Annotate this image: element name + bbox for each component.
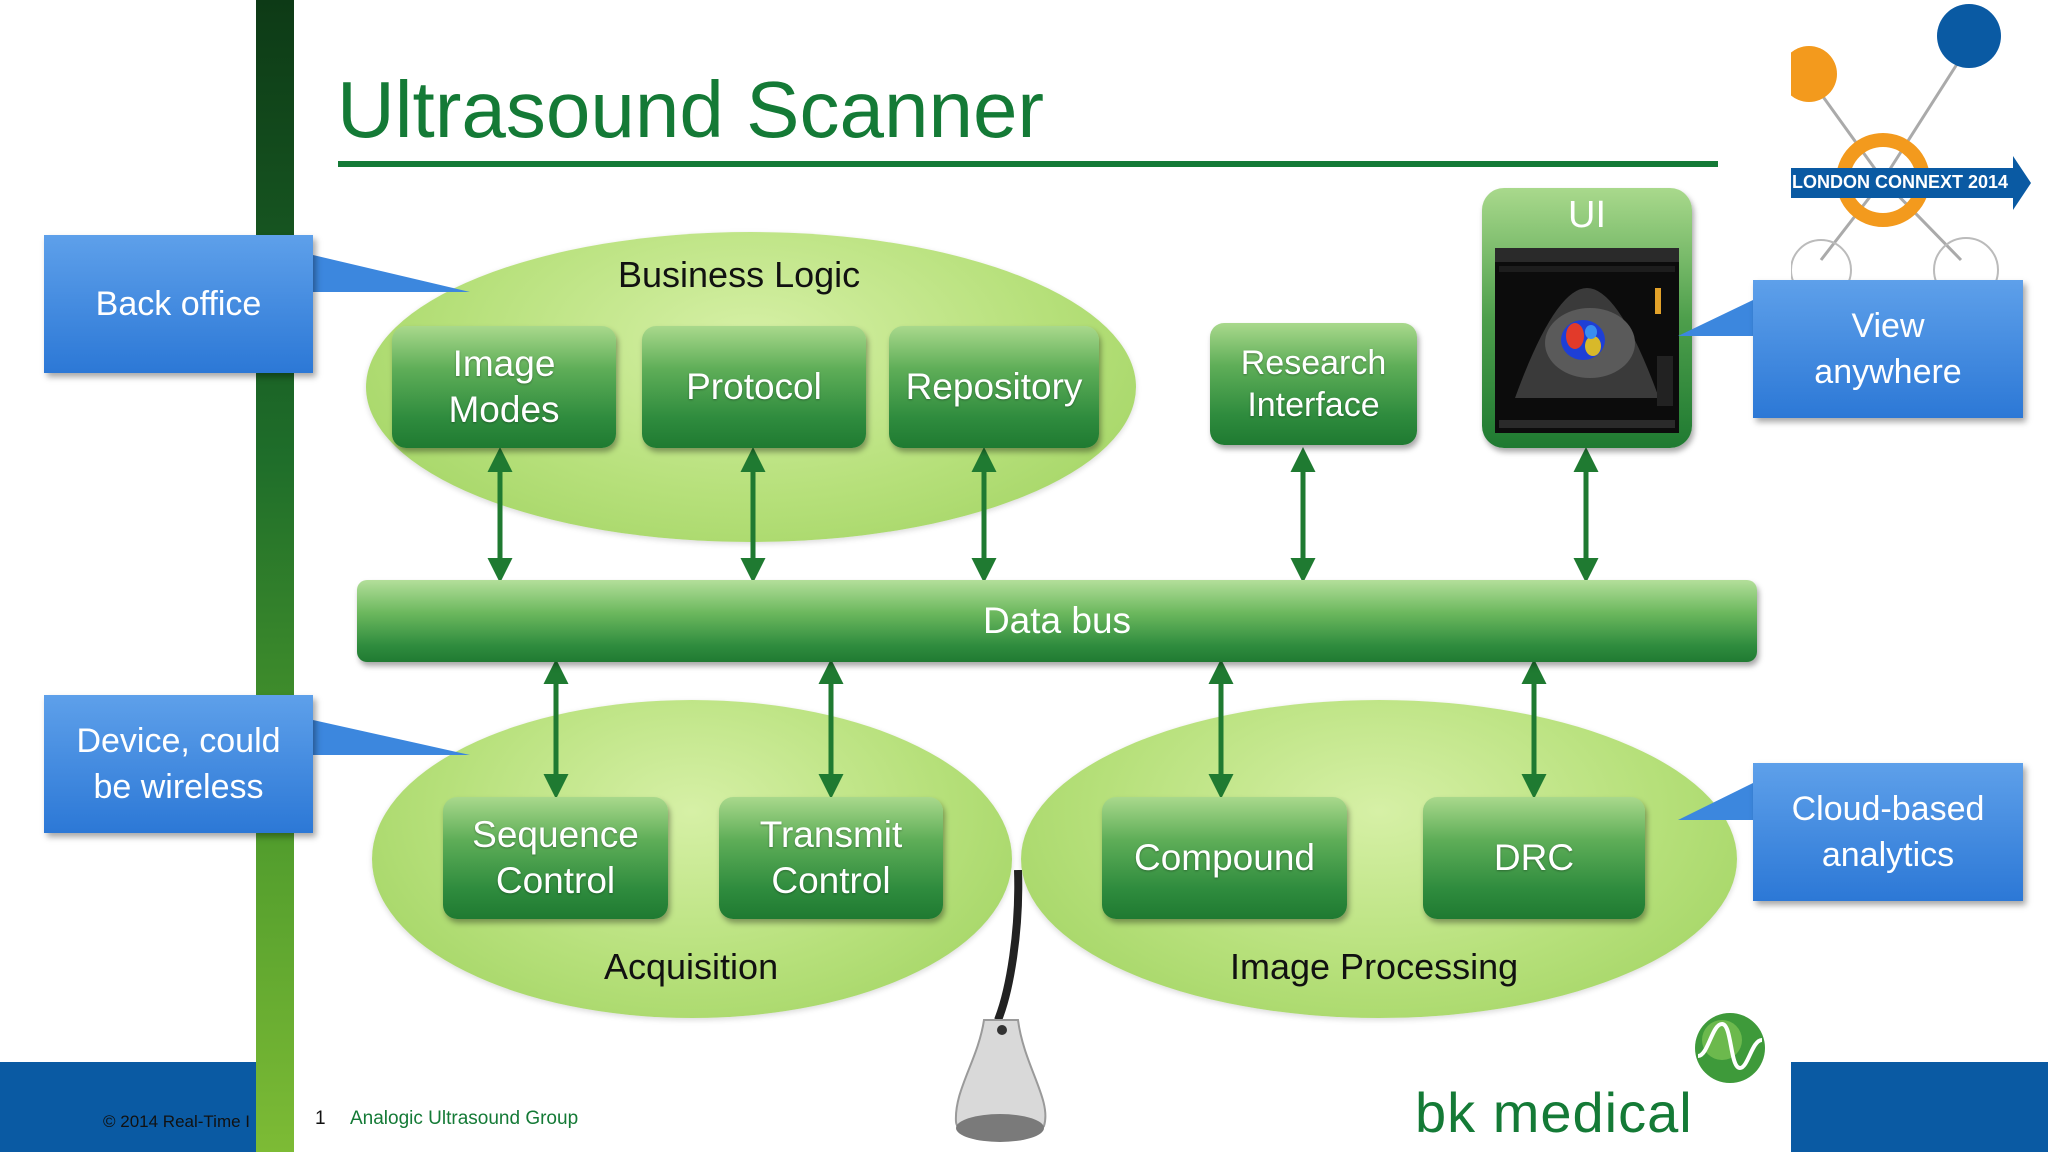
module-drc: DRC (1423, 797, 1645, 919)
organization-name: Analogic Ultrasound Group (350, 1108, 579, 1129)
module-protocol: Protocol (642, 326, 866, 448)
callout-device: Device, could be wireless (44, 695, 313, 833)
view-anywhere-pointer (1678, 300, 1753, 336)
module-image-modes: Image Modes (392, 326, 616, 448)
module-repository: Repository (889, 326, 1099, 448)
ui-panel: UI (1482, 188, 1692, 448)
module-research-interface: Research Interface (1210, 323, 1417, 445)
module-sequence-control: Sequence Control (443, 797, 668, 919)
conference-logo-graphic (1791, 4, 2031, 303)
back-office-pointer (313, 255, 470, 292)
copyright-text: © 2014 Real-Time I (103, 1112, 251, 1131)
slide-title: Ultrasound Scanner (337, 65, 1045, 154)
left-stripe (256, 0, 294, 1152)
bk-medical-logo-text: bk medical (1415, 1081, 1693, 1144)
ultrasound-screen-image (1495, 248, 1679, 433)
acquisition-label: Acquisition (604, 946, 779, 987)
page-number: 1 (315, 1108, 326, 1129)
callout-back-office: Back office (44, 235, 313, 373)
ui-label: UI (1568, 194, 1606, 236)
title-rule (338, 161, 1718, 167)
ultrasound-probe-image (954, 870, 1047, 1142)
bk-medical-logo-icon (1695, 1013, 1765, 1083)
image-processing-label: Image Processing (1230, 946, 1519, 987)
conference-side-panel (1791, 0, 2048, 1062)
device-pointer (313, 720, 470, 755)
module-compound: Compound (1102, 797, 1347, 919)
callout-view-anywhere: View anywhere (1753, 280, 2023, 418)
module-transmit-control: Transmit Control (719, 797, 943, 919)
callout-cloud-analytics: Cloud-based analytics (1753, 763, 2023, 901)
cloud-analytics-pointer (1678, 783, 1753, 820)
conference-name: LONDON CONNEXT 2014 (1792, 172, 2009, 192)
data-bus: Data bus (357, 580, 1757, 662)
business-logic-label: Business Logic (618, 254, 861, 295)
